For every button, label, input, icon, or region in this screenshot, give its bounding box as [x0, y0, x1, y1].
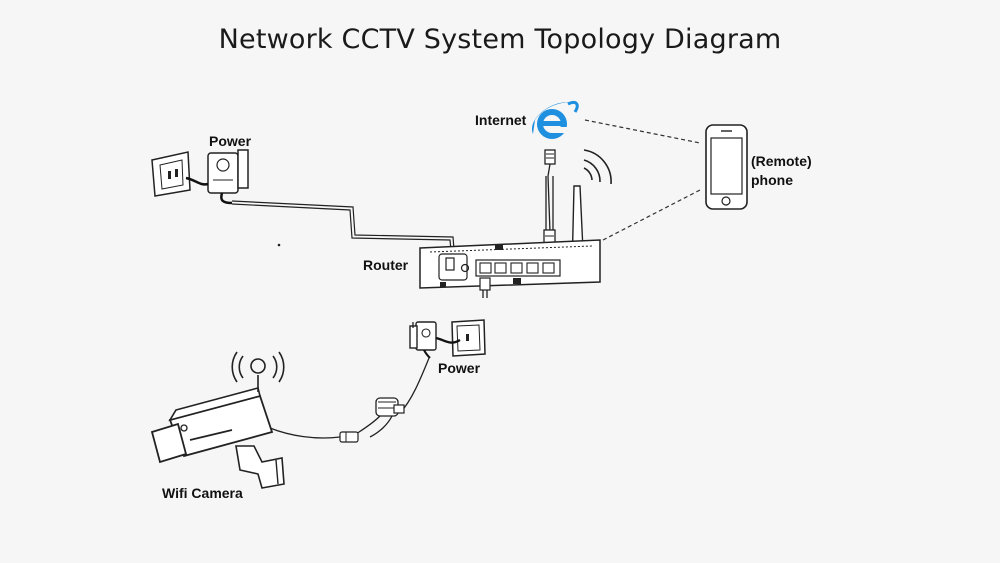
internet-explorer-icon — [531, 100, 579, 139]
power-connector — [375, 397, 405, 417]
router-icon — [419, 239, 601, 298]
power-label-top: Power — [209, 133, 252, 149]
phone-label: phone — [751, 172, 793, 188]
camera-wireless-icon — [231, 351, 285, 383]
internet-label: Internet — [475, 112, 527, 128]
router-label: Router — [363, 257, 409, 273]
diagram-title: Network CCTV System Topology Diagram — [218, 24, 782, 55]
wifi-signal-icon — [583, 149, 612, 185]
cctv-camera-icon — [150, 375, 285, 489]
camera-label: Wifi Camera — [162, 485, 243, 501]
wall-outlet-icon — [451, 319, 486, 357]
power-adapter-icon — [409, 321, 461, 359]
remote-label: (Remote) — [751, 153, 812, 169]
wall-outlet-icon — [151, 151, 191, 197]
power-adapter-icon — [185, 149, 249, 205]
camera-cable-connector — [339, 431, 359, 443]
power-label-bottom: Power — [438, 360, 481, 376]
smartphone-icon — [705, 124, 748, 210]
ethernet-cable — [543, 149, 556, 247]
